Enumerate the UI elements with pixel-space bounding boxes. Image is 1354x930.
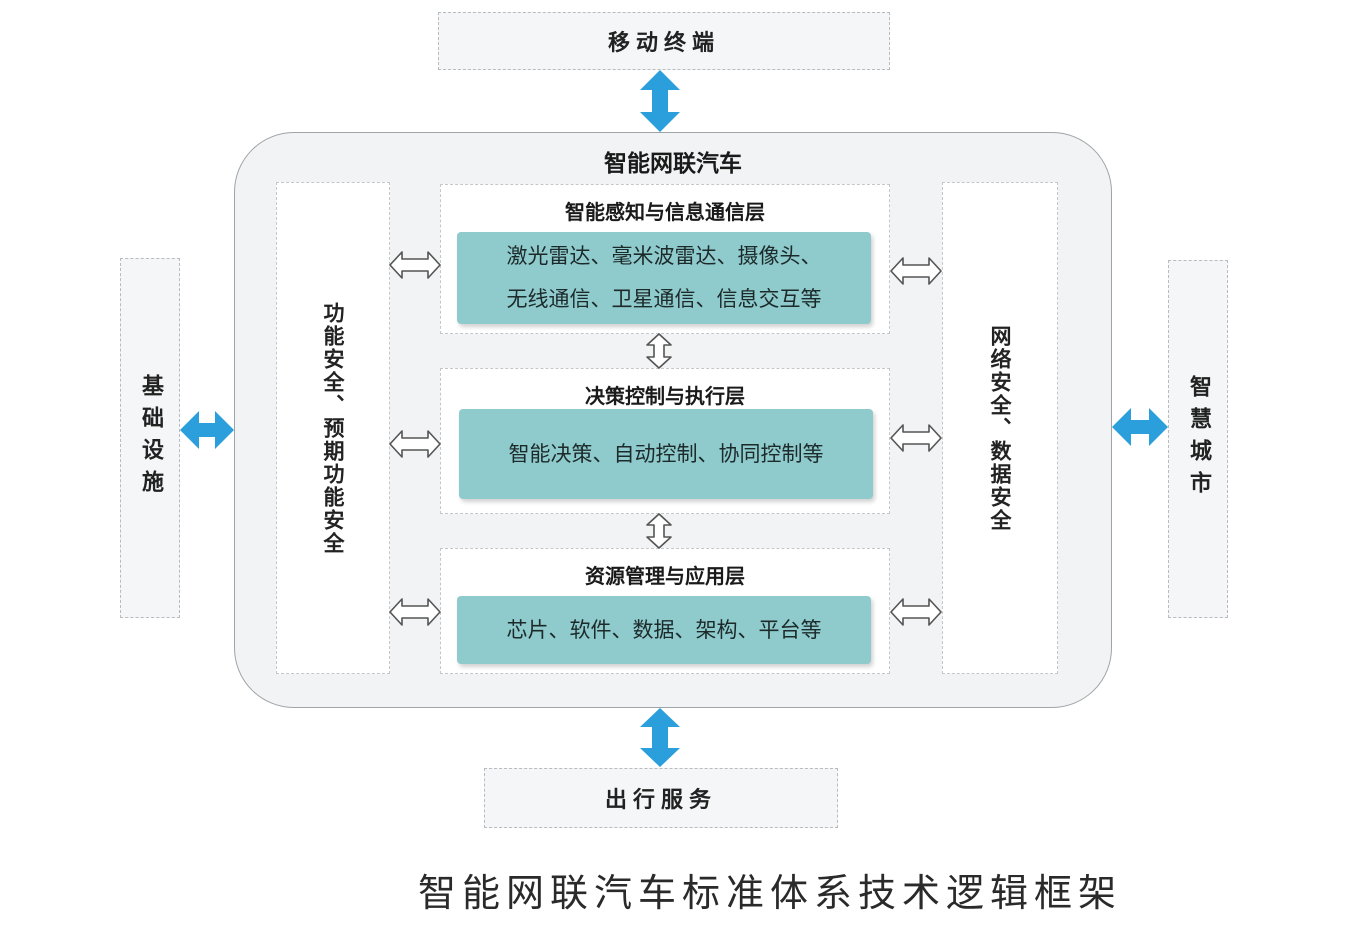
- mobile-terminal-label: 移动终端: [607, 31, 720, 56]
- layer-title: 智能感知与信息通信层: [565, 200, 765, 224]
- hollow-vertical-arrow-icon: [646, 513, 672, 549]
- functional-safety-label: 功能安全、预期功能安全: [321, 301, 345, 555]
- double-arrow-icon: [640, 70, 680, 132]
- double-arrow-icon: [1112, 408, 1168, 446]
- diagram-caption: 智能网联汽车标准体系技术逻辑框架: [417, 871, 1122, 915]
- resource-application-layer: 资源管理与应用层 芯片、软件、数据、架构、平台等: [440, 548, 890, 674]
- hollow-double-arrow-icon: [389, 251, 441, 279]
- layer-title: 决策控制与执行层: [585, 384, 745, 408]
- layer-content-line: 激光雷达、毫米波雷达、摄像头、: [506, 244, 822, 268]
- hollow-double-arrow-icon: [890, 424, 942, 452]
- layer-title: 资源管理与应用层: [585, 564, 745, 588]
- hollow-double-arrow-icon: [389, 430, 441, 458]
- perception-communication-layer: 智能感知与信息通信层 激光雷达、毫米波雷达、摄像头、 无线通信、卫星通信、信息交…: [440, 184, 890, 334]
- infrastructure-box: 基础设施: [120, 258, 180, 618]
- main-title: 智能网联汽车: [604, 151, 742, 177]
- functional-safety-column: 功能安全、预期功能安全: [276, 182, 390, 674]
- travel-service-box: 出行服务: [484, 768, 838, 828]
- travel-service-label: 出行服务: [604, 788, 717, 813]
- layer-content-line: 无线通信、卫星通信、信息交互等: [506, 287, 822, 311]
- hollow-vertical-arrow-icon: [646, 333, 672, 369]
- layer-content-line: 智能决策、自动控制、协同控制等: [508, 441, 824, 466]
- double-arrow-icon: [640, 708, 680, 767]
- smart-city-box: 智慧城市: [1168, 260, 1228, 618]
- layer-content: 芯片、软件、数据、架构、平台等: [457, 596, 871, 664]
- infrastructure-label: 基础设施: [138, 374, 163, 502]
- hollow-double-arrow-icon: [890, 257, 942, 285]
- hollow-double-arrow-icon: [890, 598, 942, 626]
- network-security-label: 网络安全、数据安全: [988, 324, 1012, 532]
- layer-content-line: 芯片、软件、数据、架构、平台等: [506, 617, 822, 642]
- mobile-terminal-box: 移动终端: [438, 12, 890, 70]
- smart-city-label: 智慧城市: [1186, 375, 1211, 503]
- network-security-column: 网络安全、数据安全: [942, 182, 1058, 674]
- layer-content: 激光雷达、毫米波雷达、摄像头、 无线通信、卫星通信、信息交互等: [457, 232, 871, 324]
- hollow-double-arrow-icon: [389, 598, 441, 626]
- double-arrow-icon: [180, 411, 234, 449]
- layer-content: 智能决策、自动控制、协同控制等: [459, 409, 873, 499]
- decision-control-layer: 决策控制与执行层 智能决策、自动控制、协同控制等: [440, 368, 890, 514]
